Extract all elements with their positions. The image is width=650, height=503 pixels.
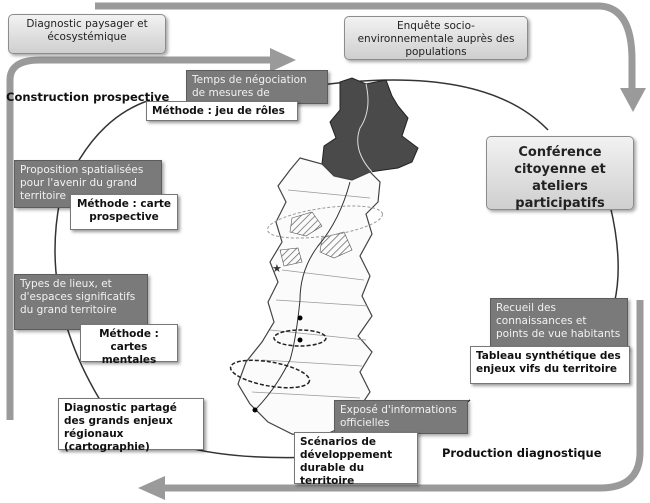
types-lieux-box: Types de lieux, et d'espaces significati…	[14, 274, 148, 330]
diagnostic-partage-text: Diagnostic partagé des grands enjeux rég…	[64, 402, 177, 454]
recueil-text: Recueil des connaissances et points de v…	[496, 302, 621, 341]
conference-text: Conférence citoyenne et ateliers partici…	[514, 145, 606, 211]
map-hatch-2	[319, 231, 353, 259]
map-north-dark	[321, 77, 419, 181]
methode-carte-text: Méthode : carte prospective	[76, 198, 172, 224]
tableau-text: Tableau synthétique des enjeux vifs du t…	[476, 350, 621, 376]
scenarios-text: Scénarios de développement durable du te…	[300, 436, 393, 488]
methode-cartes-box: Méthode : cartes mentales	[80, 324, 178, 366]
recueil-box: Recueil des connaissances et points de v…	[490, 298, 628, 350]
map-point-3	[252, 407, 258, 413]
expose-box: Exposé d'informations officielles	[334, 400, 468, 434]
diagnostic-paysager-box: Diagnostic paysager et écosystémique	[8, 14, 166, 54]
types-lieux-text: Types de lieux, et d'espaces significati…	[20, 278, 136, 317]
methode-cartes-text: Méthode : cartes mentales	[99, 328, 159, 367]
map-point-1	[297, 315, 303, 321]
map-point-2	[297, 337, 303, 343]
temps-negociation-box: Temps de négociation de mesures de compe…	[186, 70, 328, 112]
map-route	[254, 181, 351, 411]
diagnostic-paysager-text: Diagnostic paysager et écosystémique	[26, 18, 148, 44]
methode-carte-box: Méthode : carte prospective	[70, 194, 178, 230]
map-hatch-1	[289, 211, 323, 237]
scenarios-box: Scénarios de développement durable du te…	[294, 432, 418, 488]
diagnostic-partage-box: Diagnostic partagé des grands enjeux rég…	[58, 398, 204, 454]
enquete-text: Enquête socio-environnementale auprès de…	[357, 20, 515, 59]
map-hatch-3	[279, 247, 303, 267]
arrow-top-right-head	[620, 88, 646, 112]
expose-text: Exposé d'informations officielles	[340, 404, 457, 430]
zone-ellipse-1	[267, 205, 383, 239]
methode-jeu-text: Méthode : jeu de rôles	[152, 105, 285, 117]
map-outline	[237, 157, 381, 439]
zone-ellipse-3	[229, 359, 311, 389]
map-inner-lines	[251, 189, 371, 399]
production-diagnostique-label: Production diagnostique	[442, 446, 602, 460]
arrow-left-head	[270, 48, 296, 72]
conference-box: Conférence citoyenne et ateliers partici…	[486, 136, 634, 211]
proposition-text: Proposition spatialisées pour l'avenir d…	[20, 164, 144, 203]
map-star: ★	[272, 262, 282, 275]
construction-prospective-label: Construction prospective	[6, 90, 170, 104]
zone-ellipse-2	[273, 329, 327, 347]
arrow-top-right	[95, 2, 636, 88]
methode-jeu-box: Méthode : jeu de rôles	[146, 101, 298, 121]
territory-map: ★	[229, 77, 419, 439]
map-river-north	[357, 83, 373, 173]
arrow-left	[6, 56, 270, 420]
enquete-box: Enquête socio-environnementale auprès de…	[344, 16, 528, 60]
tableau-box: Tableau synthétique des enjeux vifs du t…	[470, 346, 630, 384]
arrow-bottom-head	[138, 476, 165, 500]
arrow-bottom	[165, 300, 644, 492]
